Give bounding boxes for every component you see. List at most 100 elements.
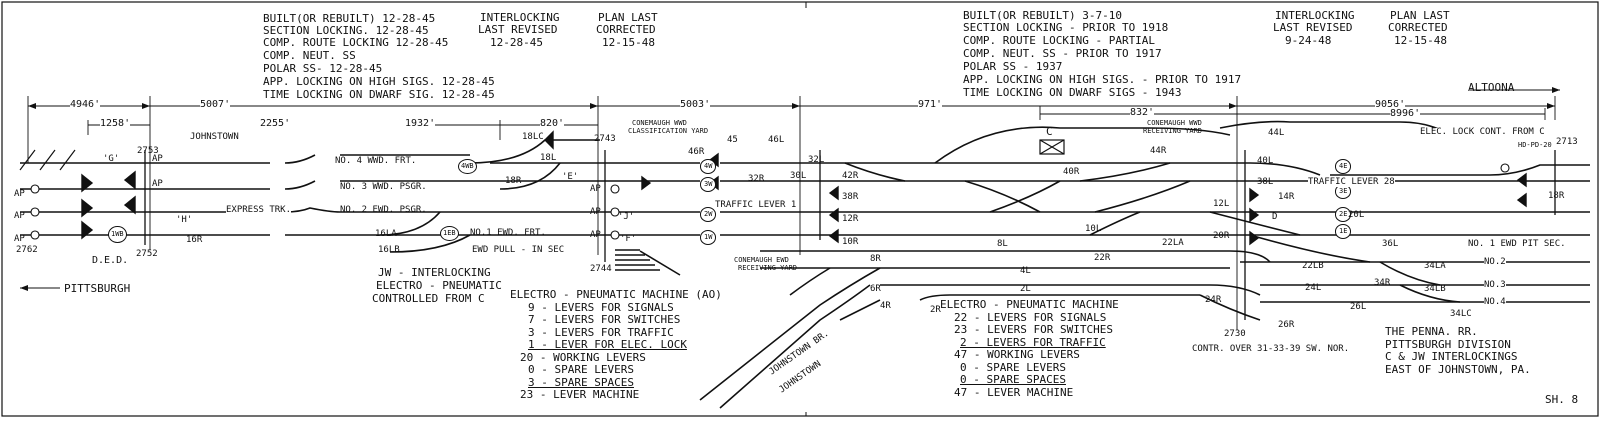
distance-label: 5007' (200, 99, 231, 110)
post-number: 2713 (1556, 137, 1578, 147)
signal-label: 4L (1020, 266, 1031, 276)
signal-label: 32R (748, 174, 765, 184)
signal-label: 12L (1213, 199, 1230, 209)
signal-label: 32L (808, 155, 825, 165)
right-section-locking: SECTION LOCKING - PRIOR TO 1918 (963, 21, 1169, 34)
track-circle-1w: 1W (700, 230, 717, 245)
signal-label: 40R (1063, 167, 1080, 177)
signal-label: 26R (1278, 320, 1295, 330)
signal-label: 46R (688, 147, 705, 157)
signal-label: 38R (842, 192, 859, 202)
left-comp-neut: COMP. NEUT. SS (263, 49, 356, 62)
signal-label: 34LA (1424, 261, 1446, 271)
signal-label: 44R (1150, 146, 1167, 156)
machine-right-line: 22 - LEVERS FOR SIGNALS (954, 310, 1107, 324)
traffic-lever-28-label: TRAFFIC LEVER 28 (1308, 177, 1395, 187)
ap-label: AP (590, 184, 601, 194)
left-app-locking: APP. LOCKING ON HIGH SIGS. 12-28-45 (263, 75, 495, 88)
signal-label: 18R (1548, 191, 1565, 201)
machine-left-line: 3 - SPARE SPACES (528, 375, 634, 389)
no1-ewd-pit-sec-label: NO. 1 EWD PIT SEC. (1468, 239, 1566, 249)
johnstown-label: JOHNSTOWN (190, 132, 239, 142)
marker-d: D (1272, 212, 1278, 222)
post-number: 2743 (594, 134, 616, 144)
track-circle-4wb: 4WB (458, 159, 477, 174)
signal-label: 8R (870, 254, 881, 264)
signal-label: 18L (540, 153, 557, 163)
left-built-date: BUILT(OR REBUILT) 12-28-45 (263, 12, 436, 25)
left-polar: POLAR SS- 12-28-45 (263, 62, 383, 75)
machine-left-line: 3 - LEVERS FOR TRAFFIC (528, 325, 674, 339)
ap-label: AP (152, 179, 163, 189)
distance-label: 1258' (100, 118, 131, 129)
sheet-number: SH. 8 (1545, 393, 1579, 406)
contr-over-note: CONTR. OVER 31-33-39 SW. NOR. (1192, 344, 1350, 354)
left-time-locking: TIME LOCKING ON DWARF SIG. 12-28-45 (263, 88, 495, 101)
right-app-locking: APP. LOCKING ON HIGH SIGS. - PRIOR TO 19… (963, 73, 1242, 86)
ewd-pull-in-label: EWD PULL - IN SEC (472, 245, 565, 255)
signal-label: 34R (1374, 278, 1391, 288)
marker-j: 'J' (618, 212, 635, 222)
right-comp-route-locking: COMP. ROUTE LOCKING - PARTIAL (963, 34, 1156, 47)
right-corrected-title: CORRECTED (1388, 21, 1448, 34)
signal-label: 16LB (378, 245, 400, 255)
c-tower-label: C (1046, 125, 1053, 138)
marker-g: 'G' (103, 154, 120, 164)
left-last-revised-title: LAST REVISED (478, 23, 558, 36)
right-corrected-date: 12-15-48 (1394, 34, 1447, 47)
ap-label: AP (14, 211, 25, 221)
signal-label: 8L (997, 239, 1008, 249)
conemaugh-wwd-recv-label: CONEMAUGH WWD (1147, 119, 1202, 127)
distance-label: 4946' (70, 99, 101, 110)
title-block-line: EAST OF JOHNSTOWN, PA. (1385, 362, 1531, 376)
distance-label: 2255' (260, 118, 291, 129)
signal-label: 38L (1257, 177, 1274, 187)
conemaugh-ewd-recv-label: CONEMAUGH EWD (734, 256, 789, 264)
left-corrected-title: CORRECTED (596, 23, 656, 36)
ap-label: AP (590, 230, 601, 240)
machine-left-line: 23 - LEVER MACHINE (520, 388, 640, 401)
signal-label: 20L (1348, 210, 1365, 220)
signal-label: 26L (1350, 302, 1367, 312)
machine-right-line: 0 - SPARE SPACES (960, 373, 1066, 386)
ap-label: AP (14, 234, 25, 244)
track-circle-4w: 4W (700, 159, 717, 174)
left-corrected-date: 12-15-48 (602, 36, 655, 49)
signal-label: 24R (1205, 295, 1222, 305)
machine-left-title: ELECTRO - PNEUMATIC MACHINE (AO) (510, 288, 722, 301)
signal-label: 2L (1020, 284, 1031, 294)
title-block: THE PENNA. RR. PITTSBURGH DIVISION C & J… (1385, 325, 1531, 376)
machine-right-line: 23 - LEVERS FOR SWITCHES (954, 323, 1113, 336)
distance-label: 5003' (680, 99, 711, 110)
post-number: 2752 (136, 249, 158, 259)
right-no4-label: NO.4 (1484, 297, 1506, 307)
signal-label: 46L (768, 135, 785, 145)
pittsburgh-label: PITTSBURGH (64, 282, 131, 295)
distance-label: 971' (918, 99, 943, 110)
conemaugh-wwd-recv-label-2: RECEIVING YARD (1143, 127, 1203, 135)
marker-e: 'E' (562, 172, 579, 182)
machine-left-line: 20 - WORKING LEVERS (520, 350, 646, 364)
track-no1-label: NO.1 EWD. FRT. (470, 228, 546, 238)
left-comp-route-locking: COMP. ROUTE LOCKING 12-28-45 (263, 36, 449, 49)
signal-label: 18LC (522, 132, 544, 142)
distance-label: 1932' (405, 118, 436, 129)
conemaugh-ewd-recv-label-2: RECEIVING YARD (738, 264, 798, 272)
signal-label: 14R (1278, 192, 1295, 202)
signal-label: 45 (727, 135, 738, 145)
signal-label: 22R (1094, 253, 1111, 263)
title-block-line: C & JW INTERLOCKINGS (1385, 350, 1518, 363)
signal-label: 22LA (1162, 238, 1184, 248)
post-number: 2730 (1224, 329, 1246, 339)
signal-label: 20R (1213, 231, 1230, 241)
signal-label: 12R (842, 214, 859, 224)
track-no2-label: NO. 2 EWD. PSGR. (340, 205, 427, 215)
right-last-revised-title: LAST REVISED (1273, 21, 1353, 34)
signal-label: 34LC (1450, 309, 1472, 319)
left-plan-last-title: PLAN LAST (598, 11, 658, 24)
machine-left-line: 0 - SPARE LEVERS (528, 363, 634, 376)
machine-right-line: 47 - WORKING LEVERS (954, 348, 1080, 361)
signal-label: 16LA (375, 229, 397, 239)
